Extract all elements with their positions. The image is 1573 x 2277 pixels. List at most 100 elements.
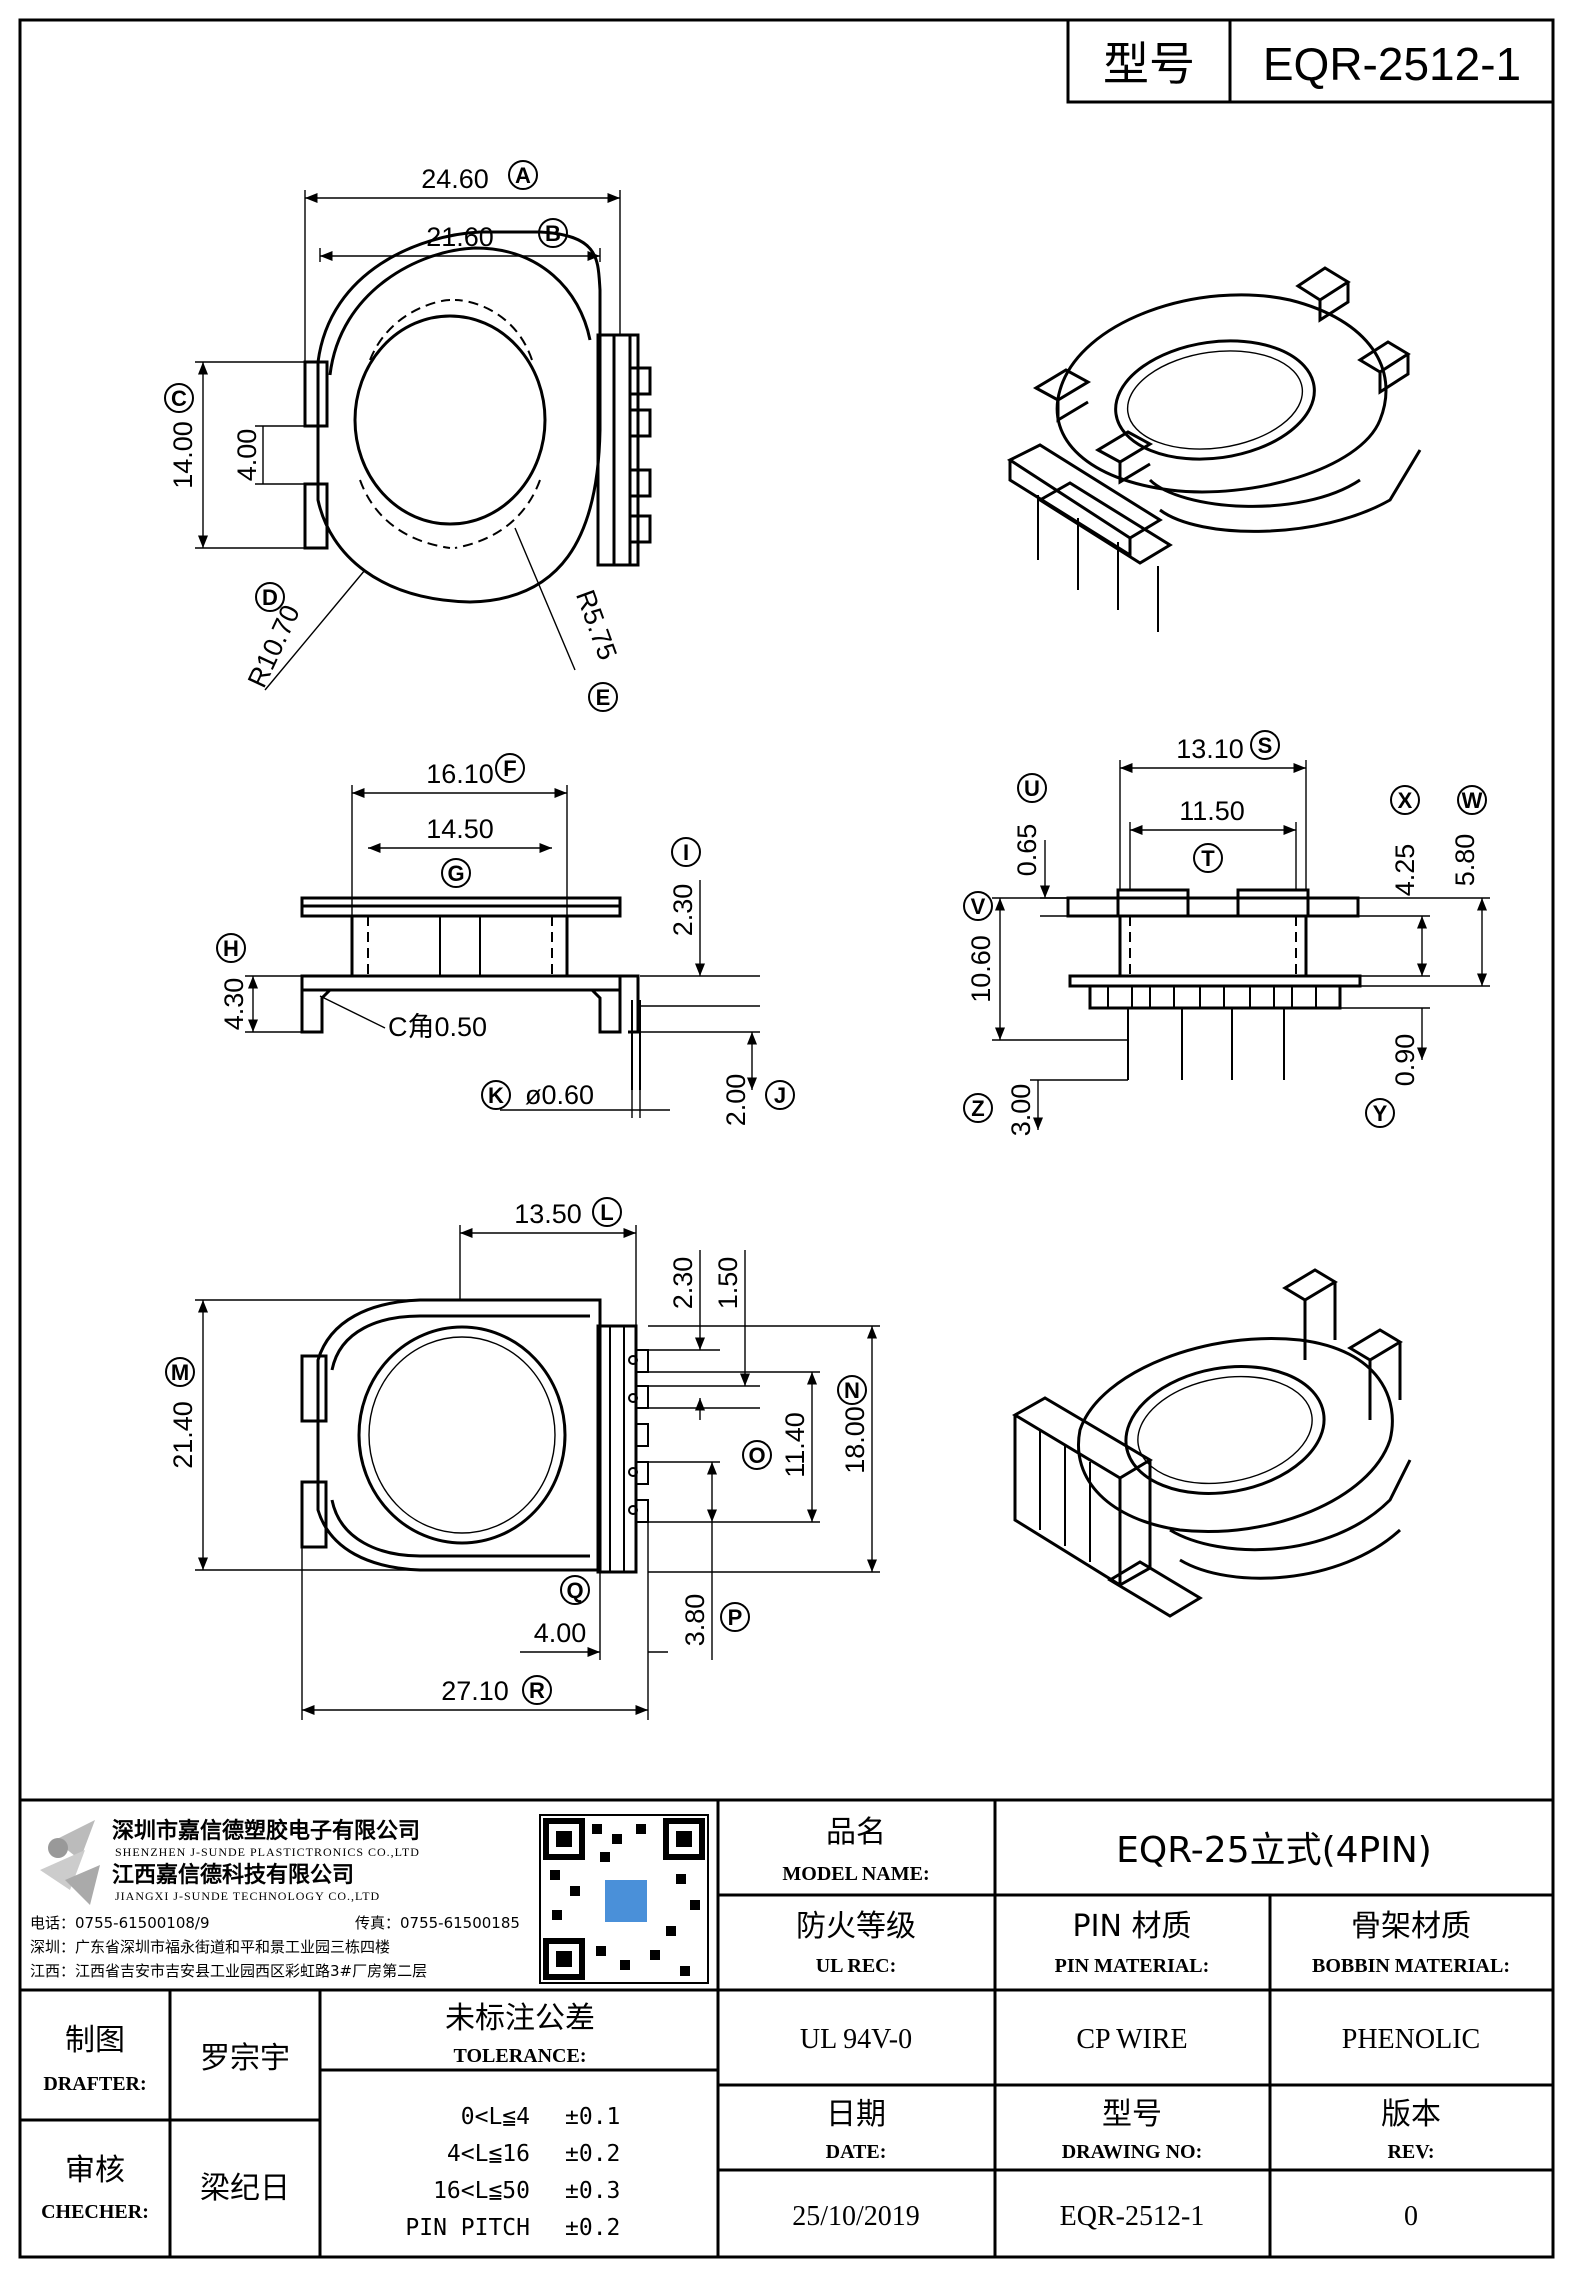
svg-text:P: P	[728, 1605, 743, 1630]
ul-label-cn: 防火等级	[796, 1909, 916, 1944]
company-name-en-2: JIANGXI J-SUNDE TECHNOLOGY CO.,LTD	[115, 1889, 380, 1903]
tolerance-value-4: ±0.2	[565, 2215, 620, 2241]
svg-text:T: T	[1201, 846, 1215, 871]
dim-chamfer: C角0.50	[388, 1012, 487, 1042]
svg-text:E: E	[596, 685, 611, 710]
dim-U: 0.65	[1012, 824, 1042, 877]
checker-name: 梁纪日	[200, 2171, 290, 2206]
bobbin-value: PHENOLIC	[1342, 2024, 1480, 2055]
iso-view-bottom	[1012, 1268, 1412, 1618]
dim-A: 24.60	[421, 164, 489, 194]
front-view: 16.10 14.50 4.30 2.30 2.00 ø0.60 C角0.50 …	[216, 753, 795, 1127]
tolerance-range-4: PIN PITCH	[405, 2215, 530, 2241]
bobbin-label-en: BOBBIN MATERIAL:	[1312, 1955, 1510, 1977]
ul-label-en: UL REC:	[816, 1955, 897, 1977]
svg-text:G: G	[447, 861, 464, 886]
drawing-no-label-cn: 型号	[1102, 2097, 1162, 2132]
company-name-cn-1: 深圳市嘉信德塑胶电子有限公司	[112, 1818, 420, 1844]
tolerance-value-3: ±0.3	[565, 2178, 620, 2204]
tolerance-label-en: TOLERANCE:	[454, 2045, 587, 2067]
svg-text:R: R	[529, 1678, 545, 1703]
company-fax: 传真：0755-61500185	[355, 1914, 520, 1932]
svg-text:A: A	[515, 163, 531, 188]
top-title-box: 型号 EQR-2512-1	[1066, 18, 1555, 104]
dim-B: 21.60	[426, 222, 494, 252]
svg-text:I: I	[683, 840, 689, 865]
tolerance-range-2: 4<L≦16	[447, 2141, 530, 2167]
dim-Q: 4.00	[534, 1618, 587, 1648]
svg-text:K: K	[488, 1083, 504, 1108]
dim-D: R10.70	[242, 600, 306, 692]
dim-C: 14.00	[168, 421, 198, 489]
svg-text:L: L	[600, 1200, 613, 1225]
svg-text:B: B	[545, 221, 561, 246]
dim-H: 4.30	[219, 978, 249, 1031]
sheet-border	[18, 18, 1555, 2259]
iso-view-top	[1006, 266, 1422, 632]
checker-label-en: CHECHER:	[41, 2201, 149, 2223]
dim-pin-23: 2.30	[668, 1257, 698, 1310]
dim-X: 4.25	[1390, 844, 1420, 897]
dim-Y: 0.90	[1390, 1034, 1420, 1087]
company-addr-jx: 江西：江西省吉安市吉安县工业园西区彩虹路3#厂房第二层	[30, 1962, 427, 1980]
dim-V: 10.60	[966, 935, 996, 1003]
company-tel: 电话：0755-61500108/9	[30, 1914, 210, 1932]
svg-text:Q: Q	[566, 1578, 583, 1603]
svg-text:X: X	[1398, 788, 1413, 813]
dim-F: 16.10	[426, 759, 494, 789]
company-addr-sz: 深圳：广东省深圳市福永街道和平和景工业园三栋四楼	[30, 1938, 390, 1956]
top-view: 24.60 21.60 14.00 4.00 R10.70 R5.75 A B …	[164, 160, 652, 712]
svg-text:C: C	[171, 386, 187, 411]
dim-C-inner: 4.00	[232, 429, 262, 482]
dim-W: 5.80	[1450, 834, 1480, 887]
company-name-en-1: SHENZHEN J-SUNDE PLASTICTRONICS CO.,LTD	[115, 1845, 420, 1859]
svg-text:H: H	[223, 936, 239, 961]
dim-L: 13.50	[514, 1199, 582, 1229]
pin-label-en: PIN MATERIAL:	[1055, 1955, 1210, 1977]
qr-code	[539, 1814, 709, 1984]
svg-text:O: O	[748, 1443, 765, 1468]
dim-O: 11.40	[780, 1412, 810, 1478]
company-name-cn-2: 江西嘉信德科技有限公司	[112, 1862, 354, 1888]
date-label-cn: 日期	[826, 2097, 886, 2132]
model-name-value: EQR-25立式(4PIN)	[1116, 1830, 1432, 1871]
date-label-en: DATE:	[826, 2141, 887, 2163]
checker-label-cn: 审核	[65, 2153, 125, 2188]
dim-N: 18.00	[840, 1406, 870, 1474]
top-title-label: 型号	[1103, 38, 1195, 90]
dim-R: 27.10	[441, 1676, 509, 1706]
rev-label-en: REV:	[1387, 2141, 1434, 2163]
dim-G: 14.50	[426, 814, 494, 844]
rev-value: 0	[1404, 2201, 1418, 2232]
svg-text:Y: Y	[1373, 1101, 1388, 1126]
pin-label-cn: PIN 材质	[1073, 1909, 1192, 1944]
company-logo	[40, 1820, 100, 1905]
svg-text:Z: Z	[971, 1096, 984, 1121]
drafter-label-cn: 制图	[65, 2023, 125, 2058]
drawing-no-value: EQR-2512-1	[1060, 2201, 1205, 2232]
model-name-label-en: MODEL NAME:	[782, 1863, 929, 1885]
drawing-no-label-en: DRAWING NO:	[1062, 2141, 1203, 2163]
dim-pin-15: 1.50	[713, 1257, 743, 1310]
svg-text:W: W	[1462, 788, 1483, 813]
rev-label-cn: 版本	[1381, 2097, 1441, 2132]
dim-K: ø0.60	[525, 1080, 594, 1110]
dim-Z: 3.00	[1006, 1084, 1036, 1137]
top-title-model: EQR-2512-1	[1263, 38, 1521, 90]
dim-I: 2.30	[668, 884, 698, 937]
dim-J: 2.00	[721, 1074, 751, 1127]
svg-text:J: J	[774, 1083, 786, 1108]
dim-S: 13.10	[1176, 734, 1244, 764]
tolerance-label-cn: 未标注公差	[445, 2001, 595, 2036]
dim-M: 21.40	[168, 1401, 198, 1469]
date-value: 25/10/2019	[792, 2201, 920, 2232]
dim-E: R5.75	[570, 586, 623, 664]
tolerance-range-1: 0<L≦4	[461, 2104, 530, 2130]
svg-text:M: M	[171, 1360, 189, 1385]
svg-text:U: U	[1024, 776, 1040, 801]
drafter-label-en: DRAFTER:	[43, 2073, 146, 2095]
svg-text:S: S	[1258, 733, 1273, 758]
tolerance-value-1: ±0.1	[565, 2104, 620, 2130]
ul-value: UL 94V-0	[800, 2024, 912, 2055]
